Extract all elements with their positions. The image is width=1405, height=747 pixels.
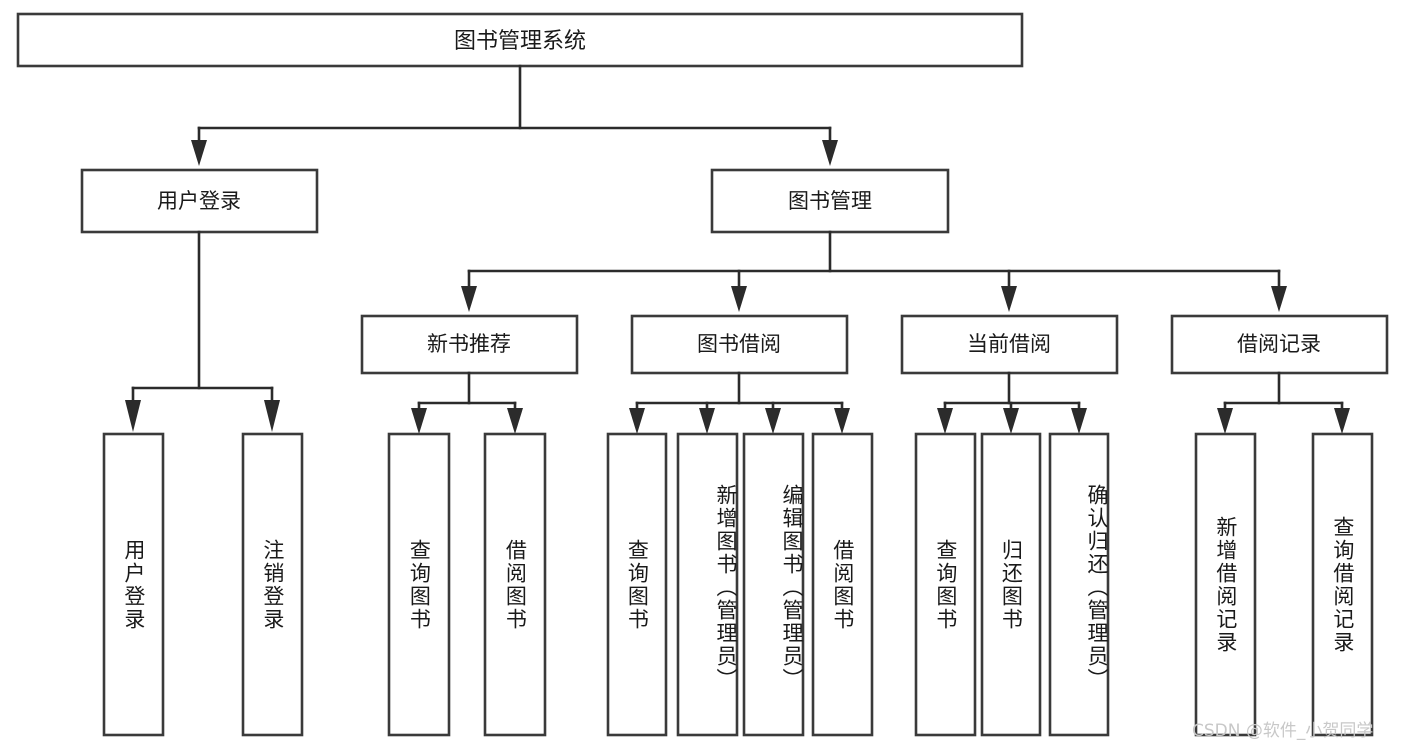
arrow-to-leaf-edit-book bbox=[765, 408, 781, 434]
new-book-recommend-box bbox=[360, 314, 579, 375]
book-borrow-box bbox=[630, 314, 849, 375]
node-borrow-record[interactable]: 借阅记录 bbox=[1170, 314, 1389, 375]
leaf-box-borrow-book-2[interactable] bbox=[811, 432, 874, 737]
node-book-management[interactable]: 图书管理 bbox=[710, 168, 950, 234]
leaf-box-query-book-2[interactable] bbox=[606, 432, 668, 737]
arrow-to-leaf-add-record bbox=[1217, 408, 1233, 434]
arrow-to-leaf-add-book bbox=[699, 408, 715, 434]
arrow-to-leaf-logout-login bbox=[264, 400, 280, 432]
arrow-to-book-borrow bbox=[731, 286, 747, 312]
root-label: 图书管理系统 bbox=[454, 29, 586, 54]
new-book-recommend-label: 新书推荐 bbox=[427, 332, 511, 356]
book-management-box bbox=[710, 168, 950, 234]
current-borrow-box bbox=[900, 314, 1119, 375]
arrow-to-leaf-borrow-book-1 bbox=[507, 408, 523, 434]
current-borrow-label: 当前借阅 bbox=[967, 332, 1051, 356]
leaf-box-query-book-1[interactable] bbox=[387, 432, 451, 737]
leaf-box-return-book[interactable] bbox=[980, 432, 1042, 737]
root-box bbox=[16, 12, 1024, 68]
arrow-to-new-book-recommend bbox=[461, 286, 477, 312]
arrow-to-leaf-user-login bbox=[125, 400, 141, 432]
leaf-box-add-book[interactable] bbox=[676, 432, 739, 737]
leaf-box-logout-login[interactable] bbox=[241, 432, 304, 737]
arrow-to-borrow-record bbox=[1271, 286, 1287, 312]
arrow-to-book-management bbox=[822, 140, 838, 166]
leaf-box-query-record[interactable] bbox=[1311, 432, 1374, 737]
leaf-box-confirm-return[interactable] bbox=[1048, 432, 1110, 737]
leaf-box-borrow-book-1[interactable] bbox=[483, 432, 547, 737]
borrow-record-label: 借阅记录 bbox=[1237, 332, 1321, 356]
book-borrow-label: 图书借阅 bbox=[697, 332, 781, 356]
borrow-record-box bbox=[1170, 314, 1389, 375]
arrow-to-leaf-confirm-return bbox=[1071, 408, 1087, 434]
leaf-box-add-record[interactable] bbox=[1194, 432, 1257, 737]
csdn-watermark: CSDN @软件_小贺同学 bbox=[1192, 721, 1374, 741]
user-login-label: 用户登录 bbox=[157, 189, 241, 213]
arrow-to-leaf-query-record bbox=[1334, 408, 1350, 434]
node-root[interactable]: 图书管理系统 bbox=[16, 12, 1024, 68]
leaf-box-query-book-3[interactable] bbox=[914, 432, 977, 737]
node-user-login[interactable]: 用户登录 bbox=[80, 168, 319, 234]
leaf-box-user-login[interactable] bbox=[102, 432, 165, 737]
arrow-to-leaf-query-book-2 bbox=[629, 408, 645, 434]
arrow-to-leaf-return-book bbox=[1003, 408, 1019, 434]
node-current-borrow[interactable]: 当前借阅 bbox=[900, 314, 1119, 375]
book-management-label: 图书管理 bbox=[788, 189, 872, 213]
arrow-to-user-login bbox=[191, 140, 207, 166]
arrow-to-leaf-query-book-3 bbox=[937, 408, 953, 434]
arrow-to-leaf-query-book-1 bbox=[411, 408, 427, 434]
node-new-book-recommend[interactable]: 新书推荐 bbox=[360, 314, 579, 375]
arrow-to-current-borrow bbox=[1001, 286, 1017, 312]
leaf-box-edit-book[interactable] bbox=[742, 432, 805, 737]
arrow-to-leaf-borrow-book-2 bbox=[834, 408, 850, 434]
node-book-borrow[interactable]: 图书借阅 bbox=[630, 314, 849, 375]
